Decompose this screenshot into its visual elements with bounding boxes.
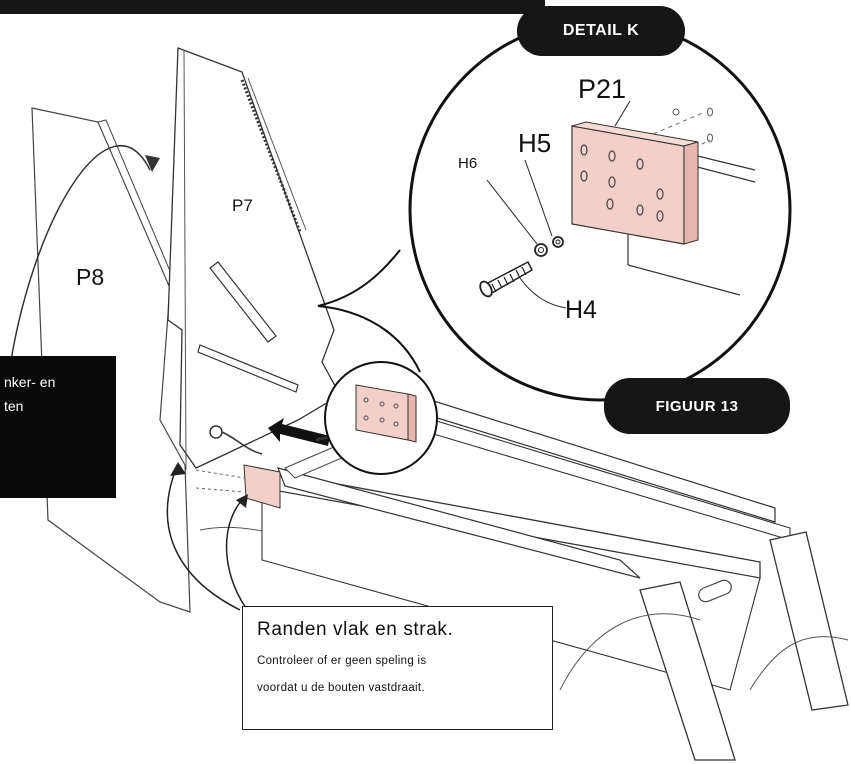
panel-p7-slot-low <box>197 344 299 393</box>
plate-small-holes <box>363 397 399 427</box>
push-arrow <box>268 418 330 446</box>
left-note-line-1: nker- en <box>4 374 56 390</box>
detail-hole-1 <box>672 108 680 116</box>
detail-k-badge: DETAIL K <box>517 6 685 56</box>
rail-front-bar <box>277 467 641 579</box>
panel-p7-slot-top <box>240 79 302 233</box>
leg-back <box>769 531 849 711</box>
cable-wire <box>221 431 263 455</box>
label-p7: P7 <box>232 196 253 215</box>
plate-p21-side <box>683 141 699 245</box>
leg-curve <box>559 613 701 691</box>
label-p8: P8 <box>76 264 105 290</box>
label-h6: H6 <box>458 155 478 172</box>
right-note-heading: Randen vlak en strak. <box>257 619 454 640</box>
note-arrow-1-head <box>170 462 186 476</box>
plate-small-edge <box>407 393 417 443</box>
cable-hook <box>209 425 223 439</box>
panel-p7-slot-top-edge <box>247 77 307 231</box>
leader-h6 <box>486 179 538 245</box>
leg-front <box>639 581 736 761</box>
washer-h6-hole <box>538 247 544 253</box>
note-arrow-1 <box>166 463 241 611</box>
leader-h4 <box>519 277 567 309</box>
detail-connector <box>317 249 421 373</box>
leader-p21 <box>614 100 631 127</box>
detail-rail-4 <box>627 264 741 296</box>
figure-badge: FIGUUR 13 <box>604 378 790 434</box>
figure-title: FIGUUR 13 <box>655 397 739 415</box>
note-arrow-2-head <box>236 494 248 508</box>
detail-k-title: DETAIL K <box>562 22 640 39</box>
rail-front-side <box>261 487 761 691</box>
handle-slot <box>698 579 732 603</box>
leader-h5 <box>524 159 553 237</box>
washer-h5-hole <box>555 239 561 245</box>
right-note-box: Randen vlak en strak. Controleer of er g… <box>242 606 553 730</box>
dash-guide-1 <box>195 469 245 479</box>
plate-frame <box>243 464 281 509</box>
plate-p21-front <box>571 125 685 245</box>
label-h5: H5 <box>518 128 552 158</box>
left-note-line-2: ten <box>4 398 24 414</box>
plate-p21-holes <box>580 144 664 222</box>
right-note-line-1: Controleer of er geen speling is <box>257 655 427 667</box>
plate-small <box>355 384 409 441</box>
right-note-line-2: voordat u de bouten vastdraait. <box>257 682 425 694</box>
detail-hole-3 <box>707 133 713 143</box>
detail-hole-2 <box>707 107 713 117</box>
panel-p7-slot-mid <box>209 261 277 343</box>
top-banner <box>0 0 545 14</box>
label-h4: H4 <box>565 296 597 324</box>
label-p21: P21 <box>578 74 627 104</box>
leg-back-curve <box>749 636 849 691</box>
bolt-h4 <box>479 260 533 298</box>
panel-p7 <box>167 47 341 469</box>
flip-arrow-head <box>145 155 160 172</box>
dash-guide-2 <box>195 487 245 493</box>
note-arrow-2 <box>225 495 247 609</box>
left-note-box: nker- en ten <box>0 356 116 498</box>
flip-arrow <box>7 145 151 381</box>
panel-p7-edge <box>183 49 187 471</box>
